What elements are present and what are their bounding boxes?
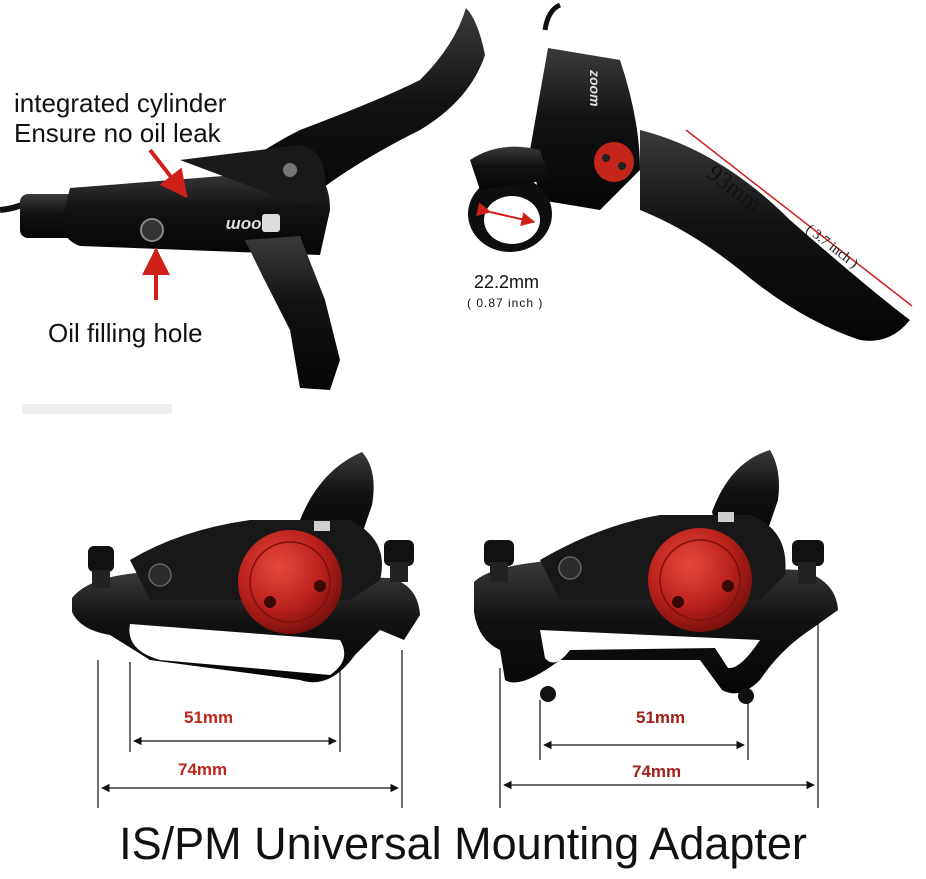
dimension-74mm-left: 74mm [178, 760, 228, 779]
caliper-dimension-lines [97, 620, 819, 808]
oil-filling-hole-label: Oil filling hole [48, 318, 203, 348]
cylinder-line-1: integrated cylinder [14, 88, 227, 118]
left-annotation-arrows [142, 148, 188, 300]
right-lever-dimensions [476, 129, 913, 307]
left-brake-lever: zoom [0, 8, 485, 390]
caption: IS/PM Universal Mounting Adapter [119, 818, 807, 869]
dimension-51mm-right: 51mm [636, 708, 686, 727]
cylinder-line-2: Ensure no oil leak [14, 118, 221, 148]
brand-mark-left: zoom [226, 216, 271, 235]
left-caliper [72, 452, 420, 683]
dimension-51mm-left: 51mm [184, 708, 234, 727]
clamp-size-inch-label: ( 0.87 inch ) [467, 296, 544, 310]
watermark-smudge [22, 404, 172, 414]
integrated-cylinder-label: integrated cylinder Ensure no oil leak [14, 88, 226, 148]
clamp-size-label: 22.2mm [474, 272, 540, 292]
brand-mark-right: zoom [587, 69, 603, 107]
right-caliper [474, 450, 838, 704]
dimension-74mm-right: 74mm [632, 762, 682, 781]
